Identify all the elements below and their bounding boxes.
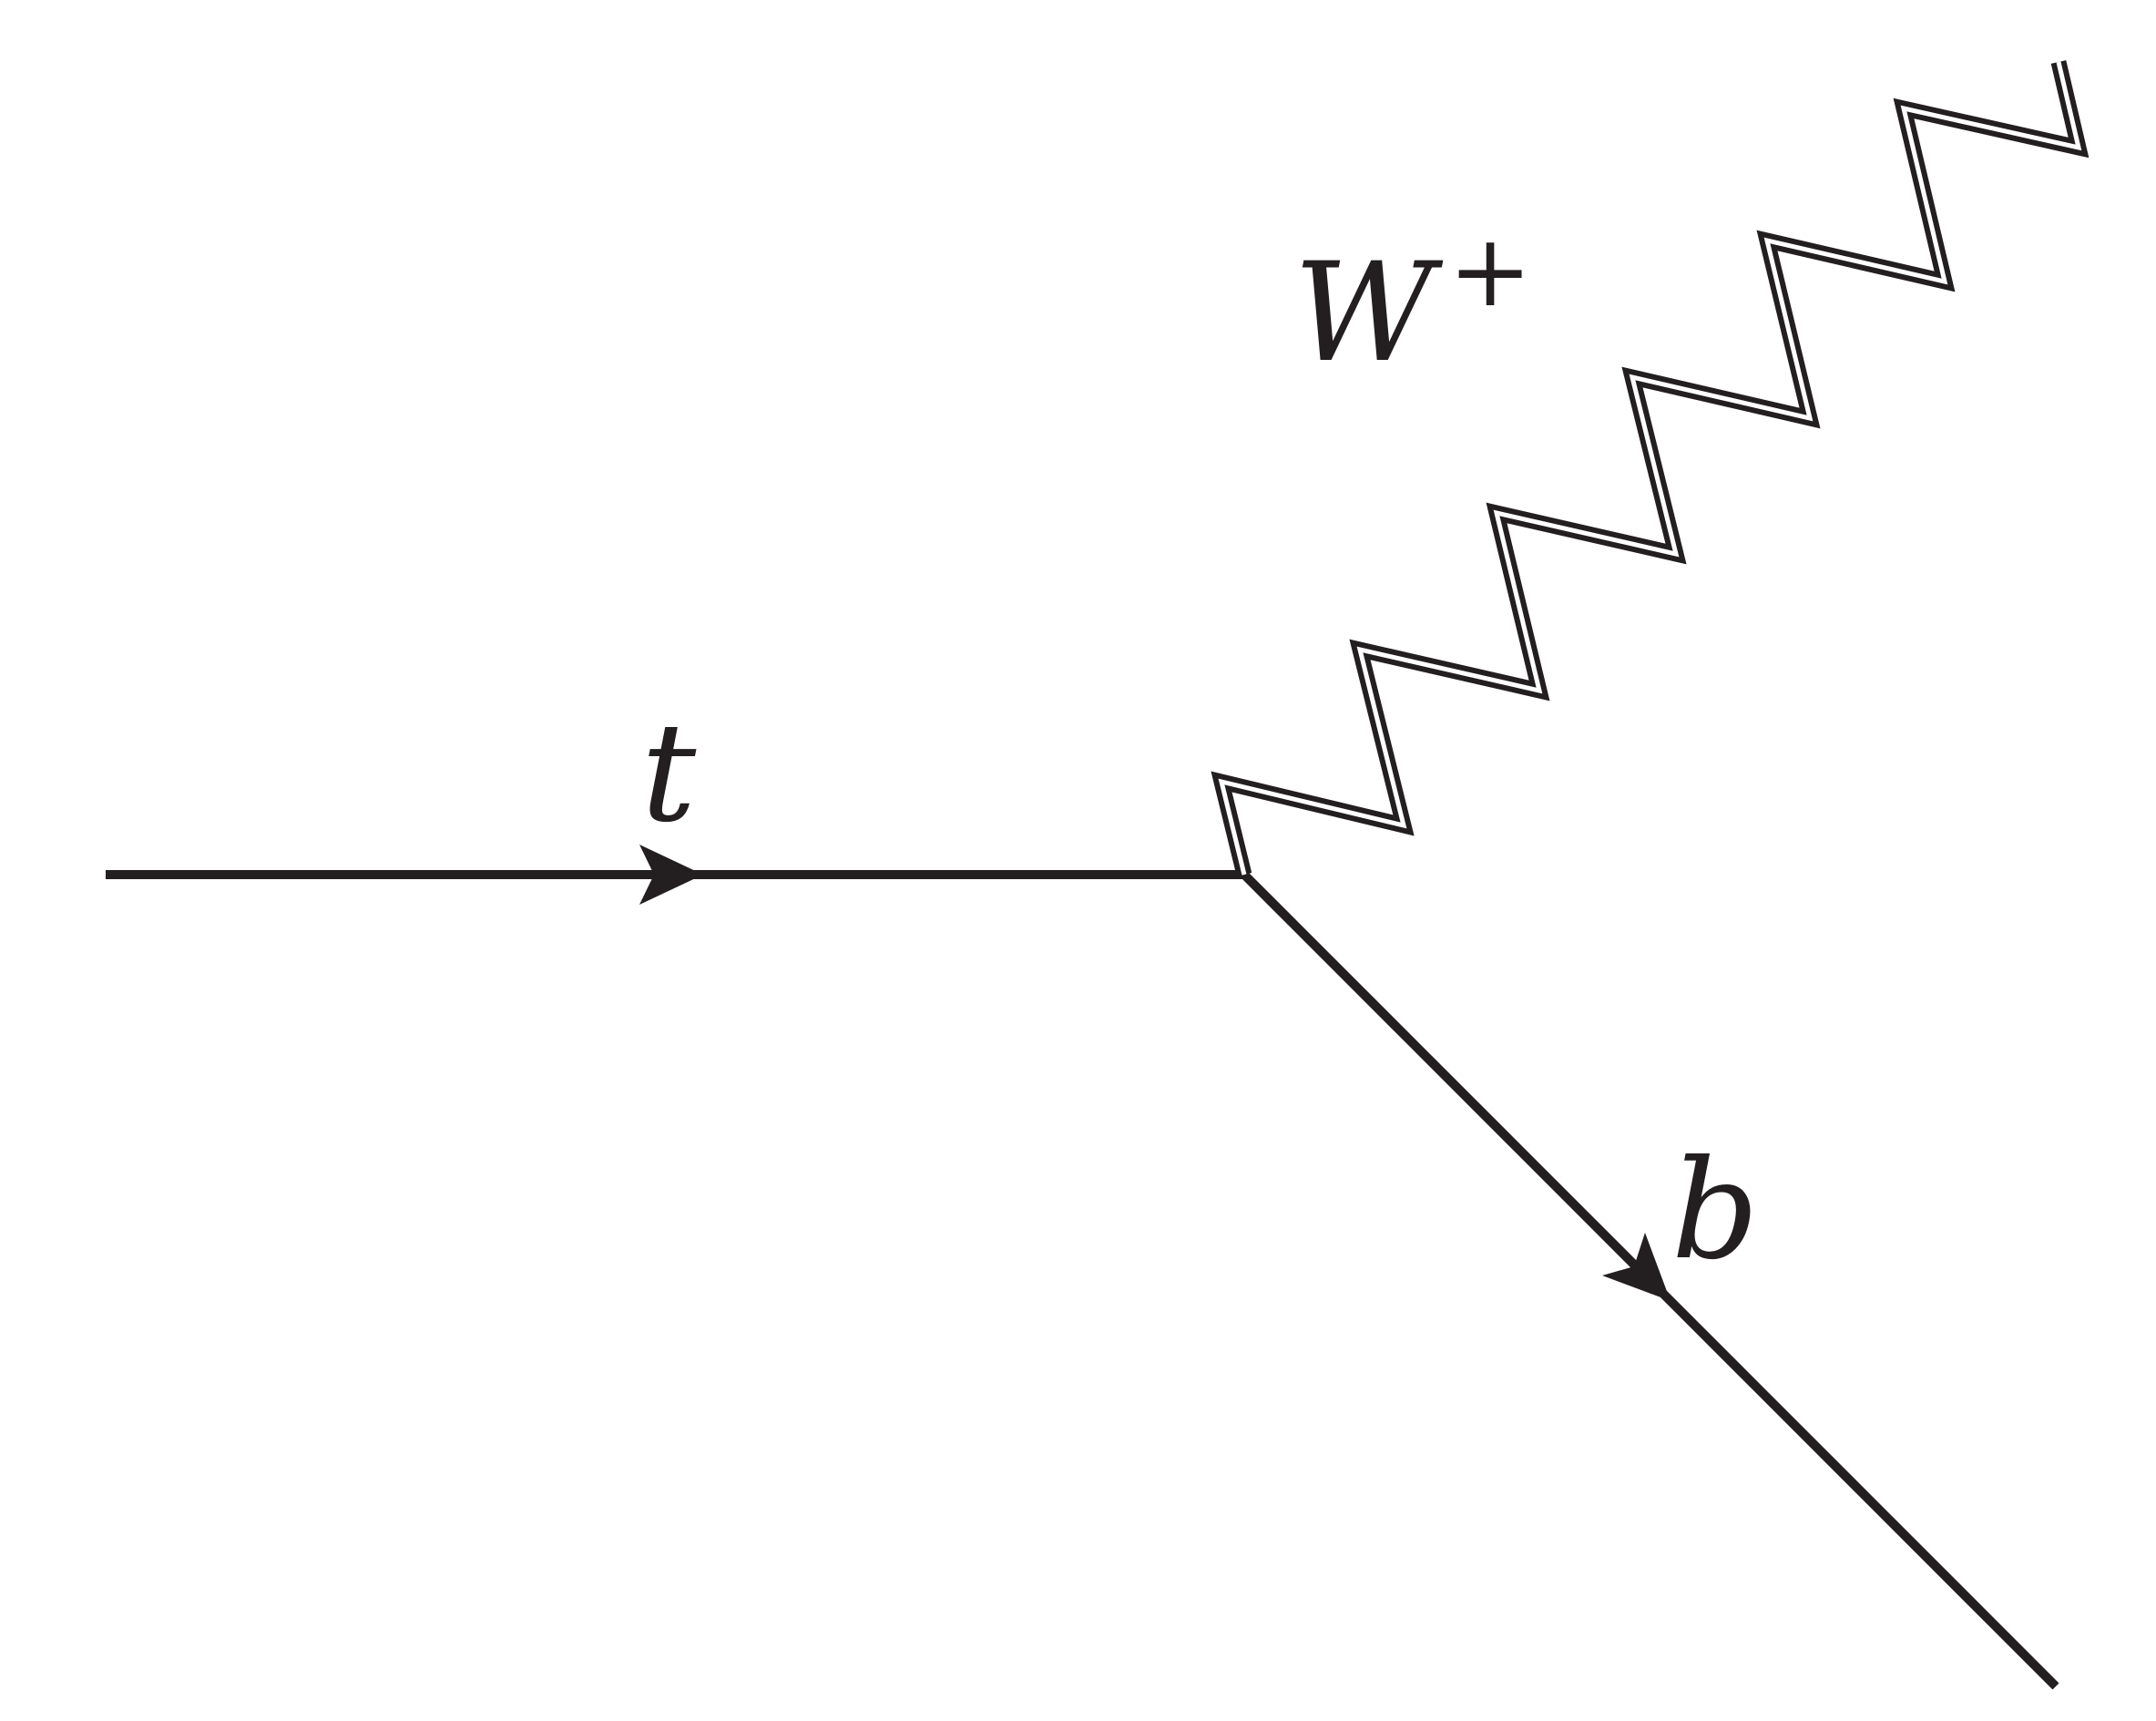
- bottom-quark-arrow: [1602, 1233, 1671, 1301]
- w-boson-zigzag: [1211, 60, 2090, 877]
- top-quark-arrow: [639, 845, 703, 905]
- w-boson-zigzag-inner: [1218, 61, 2082, 876]
- w-boson-label: W: [1293, 234, 1444, 393]
- top-quark-label: t: [641, 694, 697, 853]
- w-boson-charge: +: [1448, 212, 1532, 329]
- bottom-quark-label: b: [1671, 1132, 1759, 1290]
